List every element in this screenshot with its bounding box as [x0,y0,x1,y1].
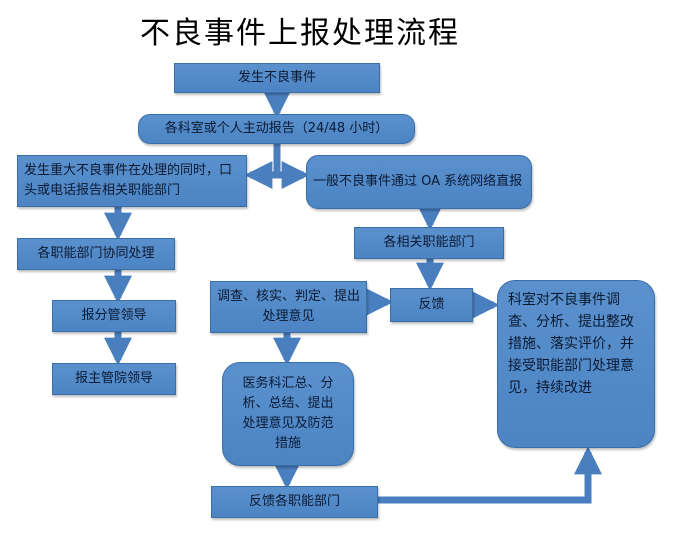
node-report-label: 各科室或个人主动报告（24/48 小时） [164,121,389,136]
node-report-president-label: 报主管院领导 [74,371,153,386]
node-investigate-label: 调查、核实、判定、提出处理意见 [217,289,361,324]
node-medical: 医务科汇总、分析、总结、提出处理意见及防范措施 [222,362,354,466]
node-improve-label: 科室对不良事件调查、分析、提出整改措施、落实评价，并接受职能部门处理意见，持续改… [508,292,634,396]
node-dept: 各相关职能部门 [354,227,504,259]
node-feedback: 反馈 [390,288,473,322]
node-investigate: 调查、核实、判定、提出处理意见 [210,281,367,333]
node-improve: 科室对不良事件调查、分析、提出整改措施、落实评价，并接受职能部门处理意见，持续改… [497,280,655,448]
node-occur-label: 发生不良事件 [237,70,316,85]
page-title: 不良事件上报处理流程 [140,16,460,51]
node-report-president: 报主管院领导 [52,363,176,395]
node-cooperate-label: 各职能部门协同处理 [37,246,155,261]
node-feedback-label: 反馈 [418,297,445,312]
node-report-leader-label: 报分管领导 [81,308,147,323]
node-medical-label: 医务科汇总、分析、总结、提出处理意见及防范措施 [242,376,334,451]
arrow-feedbackdepts-improve [378,446,602,504]
node-general-label: 一般不良事件通过 OA 系统网络直报 [313,174,523,189]
node-report: 各科室或个人主动报告（24/48 小时） [138,114,415,144]
node-occur: 发生不良事件 [174,63,380,93]
node-general: 一般不良事件通过 OA 系统网络直报 [306,155,532,209]
node-feedback-depts-label: 反馈各职能部门 [248,494,340,509]
node-major-label: 发生重大不良事件在处理的同时，口头或电话报告相关职能部门 [24,163,233,198]
node-dept-label: 各相关职能部门 [383,235,475,250]
node-major: 发生重大不良事件在处理的同时，口头或电话报告相关职能部门 [17,155,247,207]
node-report-leader: 报分管领导 [52,300,176,332]
node-feedback-depts: 反馈各职能部门 [211,486,378,518]
node-cooperate: 各职能部门协同处理 [17,238,175,270]
